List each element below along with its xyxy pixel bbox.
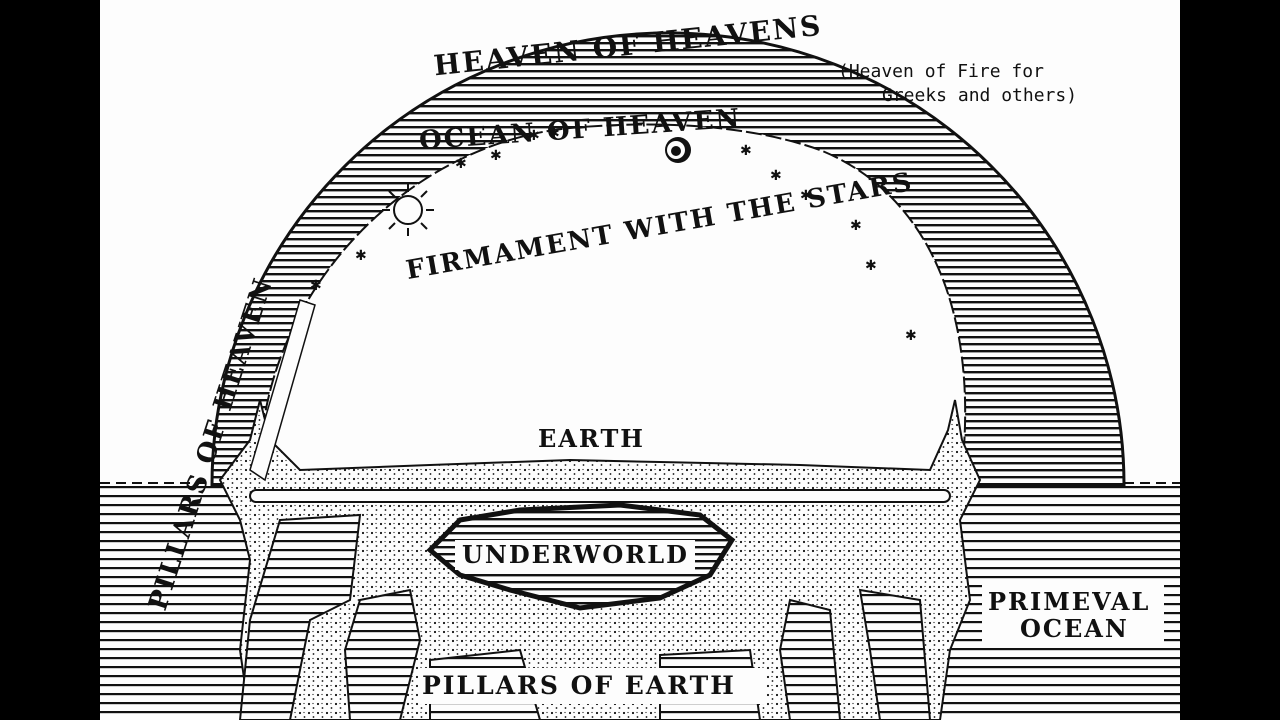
star-icon: ✱ xyxy=(355,249,367,264)
heaven-note-line2: Greeks and others) xyxy=(882,85,1077,106)
star-icon: ✱ xyxy=(800,189,812,204)
star-icon: ✱ xyxy=(528,129,540,144)
star-icon: ✱ xyxy=(850,219,862,234)
cosmology-diagram: ✱ ✱ ✱ ✱ ✱ ✱ ✱ ✱ ✱ ✱ ✱ ✱ ✱ ✱ ✱ xyxy=(100,0,1180,720)
primeval-ocean-label-line1: PRIMEVAL xyxy=(988,587,1150,616)
star-icon: ✱ xyxy=(905,329,917,344)
earth-disc xyxy=(249,489,951,503)
underworld-label: UNDERWORLD xyxy=(462,540,689,569)
moon-icon xyxy=(665,137,691,163)
star-icon: ✱ xyxy=(455,157,467,172)
star-icon: ✱ xyxy=(490,149,502,164)
primeval-ocean-label-line2: OCEAN xyxy=(1020,614,1129,643)
firmament-dome xyxy=(258,123,967,471)
pillars-of-heaven-band xyxy=(249,299,316,482)
pillars-of-earth-text: PILLARS OF EARTH xyxy=(422,671,736,700)
star-icon: ✱ xyxy=(770,169,782,184)
earth-label: EARTH xyxy=(538,424,645,453)
heaven-note-line1: (Heaven of Fire for xyxy=(838,61,1044,82)
pillars-of-earth-label: PILLARS OF EARTH xyxy=(418,668,766,704)
star-icon: ✱ xyxy=(548,127,560,142)
sun-icon xyxy=(382,184,434,236)
underworld-region xyxy=(426,502,736,611)
primeval-ocean-label: PRIMEVAL OCEAN xyxy=(982,585,1164,645)
star-icon: ✱ xyxy=(310,279,322,294)
star-icon: ✱ xyxy=(740,144,752,159)
star-icon: ✱ xyxy=(865,259,877,274)
